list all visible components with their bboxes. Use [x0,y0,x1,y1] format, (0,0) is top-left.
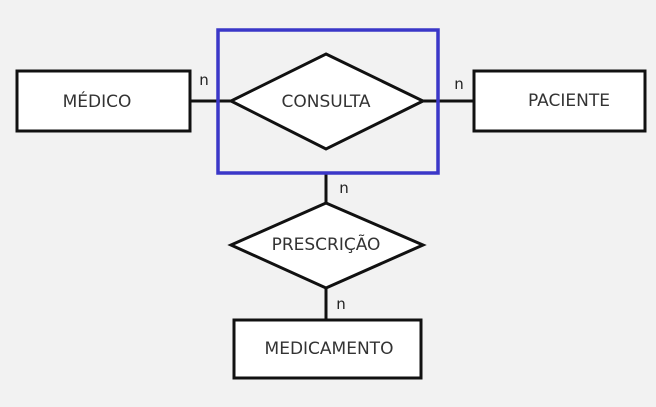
entity-medicamento[interactable]: MEDICAMENTO [232,318,423,380]
relationship-prescricao-label: PRESCRIÇÃO [272,233,381,255]
relationship-consulta-label: CONSULTA [281,92,370,112]
entity-paciente[interactable]: PACIENTE [472,69,647,133]
relationship-prescricao[interactable]: PRESCRIÇÃO [227,201,427,290]
entity-medico[interactable]: MÉDICO [15,69,192,133]
cardinality-consulta-prescricao: n [339,179,349,197]
cardinality-medicamento-prescricao: n [336,295,346,313]
entity-medicamento-box [232,318,423,380]
relationship-prescricao-diamond [227,201,427,290]
cardinality-paciente-consulta: n [454,75,464,93]
entity-medicamento-label: MEDICAMENTO [265,339,394,359]
entity-paciente-box [472,69,647,133]
aggregation-box[interactable] [216,28,440,175]
cardinality-medico-consulta: n [199,71,209,89]
relationship-consulta-diamond [227,52,427,151]
entity-medico-label: MÉDICO [63,90,132,112]
entity-paciente-label: PACIENTE [528,91,610,111]
entity-medico-box [15,69,192,133]
relationship-consulta[interactable]: CONSULTA [227,52,427,151]
